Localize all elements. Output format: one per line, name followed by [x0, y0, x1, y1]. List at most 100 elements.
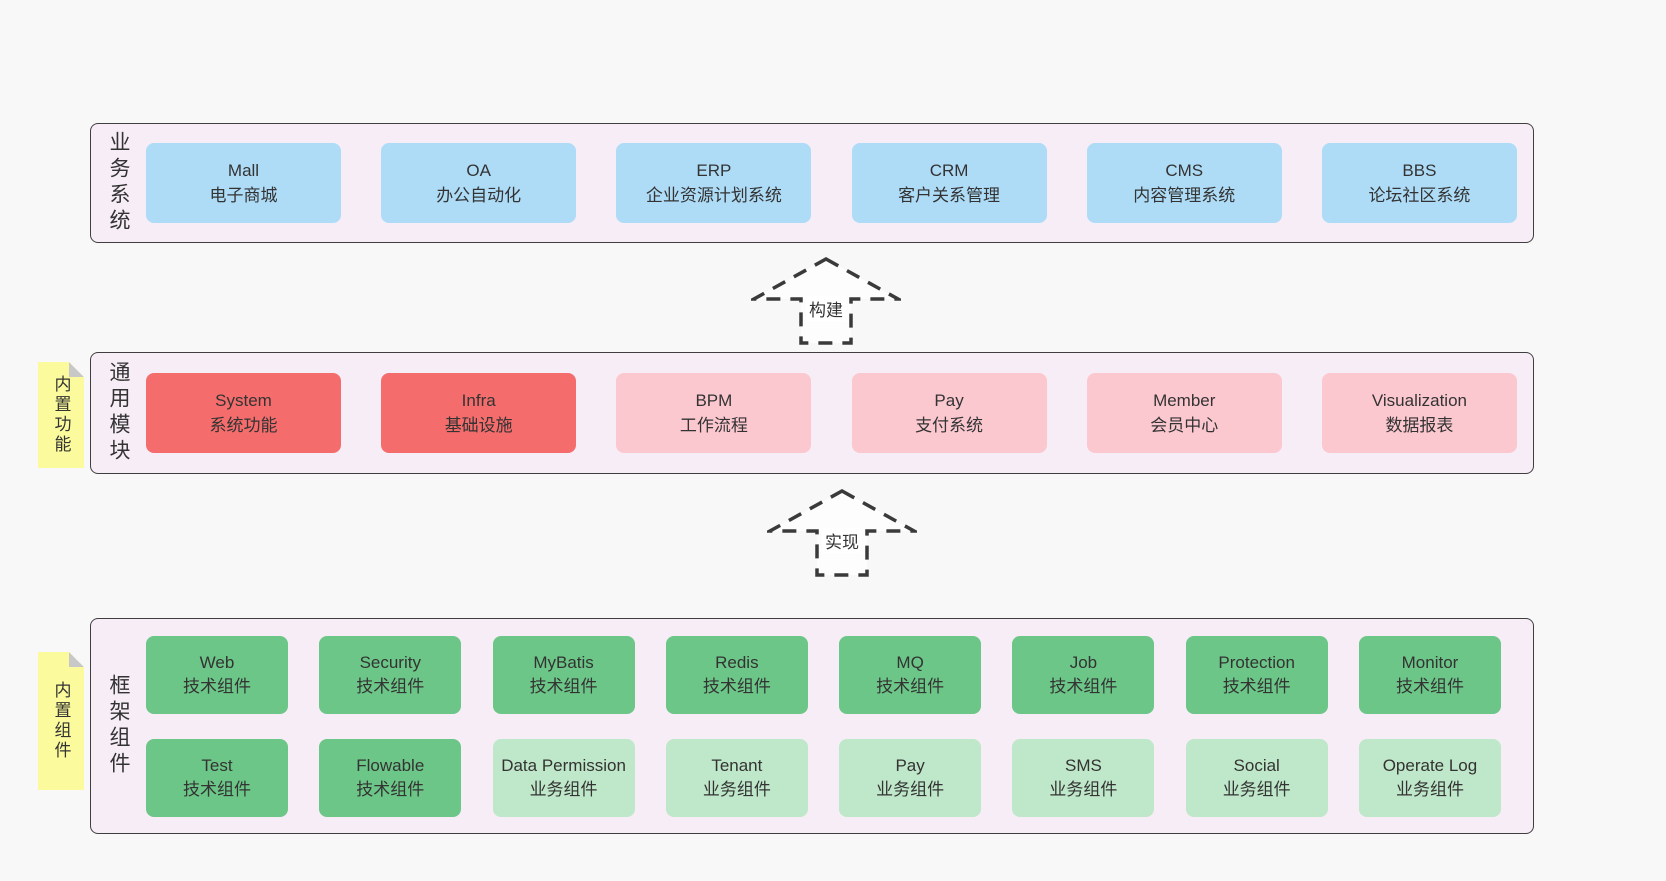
- node-subtitle: 技术组件: [529, 677, 598, 696]
- node-subtitle: 技术组件: [702, 677, 771, 696]
- node-monitor: Monitor 技术组件: [1358, 635, 1501, 714]
- framework-components-row-1: Web 技术组件 Security 技术组件 MyBatis 技术组件 Redi…: [146, 635, 1517, 714]
- node-title: Monitor: [1401, 652, 1459, 672]
- node-subtitle: 会员中心: [1150, 415, 1219, 435]
- node-title: Data Permission: [501, 755, 626, 775]
- node-subtitle: 企业资源计划系统: [645, 185, 782, 205]
- node-title: Pay: [895, 755, 925, 775]
- node-member: Member 会员中心: [1086, 373, 1282, 453]
- node-subtitle: 技术组件: [183, 677, 251, 696]
- node-flowable: Flowable 技术组件: [319, 738, 462, 817]
- node-title: Member: [1153, 391, 1216, 411]
- panel-label-column: 通用模块: [91, 353, 146, 473]
- sticky-note-built-in-functions: 内置功能: [38, 362, 84, 468]
- node-data-permission: Data Permission 业务组件: [492, 738, 635, 817]
- node-title: SMS: [1064, 755, 1102, 775]
- node-visualization: Visualization 数据报表: [1321, 373, 1517, 453]
- node-oa: OA 办公自动化: [381, 143, 577, 223]
- node-title: Infra: [461, 391, 496, 411]
- node-infra: Infra 基础设施: [381, 373, 577, 453]
- node-subtitle: 数据报表: [1385, 415, 1454, 435]
- node-pay: Pay 业务组件: [839, 738, 982, 817]
- node-subtitle: 业务组件: [1049, 780, 1118, 799]
- common-modules-boxes: System 系统功能 Infra 基础设施 BPM 工作流程 Pay 支付系统…: [146, 373, 1533, 453]
- node-erp: ERP 企业资源计划系统: [616, 143, 812, 223]
- node-title: CMS: [1165, 161, 1204, 181]
- node-tenant: Tenant 业务组件: [665, 738, 808, 817]
- node-subtitle: 业务组件: [702, 780, 771, 799]
- sticky-note-built-in-components: 内置组件: [38, 652, 84, 790]
- arrow-build-label: 构建: [806, 296, 846, 321]
- node-title: BPM: [695, 391, 733, 411]
- node-title: Visualization: [1371, 391, 1467, 411]
- node-title: Tenant: [711, 755, 763, 775]
- node-subtitle: 工作流程: [679, 415, 748, 435]
- node-test: Test 技术组件: [146, 738, 288, 817]
- common-modules-label: 通用模块: [107, 361, 130, 465]
- framework-components-label: 框架组件: [107, 674, 130, 778]
- node-title: Social: [1233, 755, 1280, 775]
- node-title: Security: [359, 652, 421, 672]
- node-mybatis: MyBatis 技术组件: [492, 635, 635, 714]
- node-bpm: BPM 工作流程: [616, 373, 812, 453]
- node-security: Security 技术组件: [319, 635, 462, 714]
- panel-label-column: 业务系统: [91, 124, 146, 242]
- node-mall: Mall 电子商城: [146, 143, 341, 223]
- node-subtitle: 技术组件: [356, 677, 425, 696]
- node-title: Test: [201, 755, 233, 775]
- node-bbs: BBS 论坛社区系统: [1321, 143, 1517, 223]
- node-subtitle: 办公自动化: [436, 185, 522, 205]
- arrow-build: 构建: [747, 256, 905, 346]
- business-systems-label: 业务系统: [107, 131, 130, 235]
- node-subtitle: 业务组件: [1222, 780, 1291, 799]
- node-title: System: [215, 391, 272, 411]
- node-redis: Redis 技术组件: [665, 635, 808, 714]
- node-subtitle: 客户关系管理: [898, 185, 1001, 205]
- node-title: Redis: [715, 652, 759, 672]
- node-title: CRM: [929, 161, 969, 181]
- node-title: Operate Log: [1382, 755, 1478, 775]
- panel-business-systems: 业务系统 Mall 电子商城 OA 办公自动化 ERP 企业资源计划系统 CRM…: [90, 123, 1534, 243]
- node-subtitle: 技术组件: [1049, 677, 1118, 696]
- node-mq: MQ 技术组件: [839, 635, 982, 714]
- node-crm: CRM 客户关系管理: [851, 143, 1047, 223]
- node-subtitle: 技术组件: [356, 780, 425, 799]
- node-subtitle: 业务组件: [1395, 780, 1464, 799]
- node-subtitle: 技术组件: [876, 677, 945, 696]
- node-subtitle: 论坛社区系统: [1368, 185, 1471, 205]
- panel-label-column: 框架组件: [91, 619, 146, 833]
- node-system: System 系统功能: [146, 373, 341, 453]
- node-subtitle: 系统功能: [209, 415, 278, 435]
- node-subtitle: 支付系统: [915, 415, 984, 435]
- arrow-implement: 实现: [763, 488, 921, 578]
- node-subtitle: 业务组件: [876, 780, 945, 799]
- node-subtitle: 内容管理系统: [1133, 185, 1236, 205]
- node-protection: Protection 技术组件: [1185, 635, 1328, 714]
- node-title: Job: [1069, 652, 1098, 672]
- sticky-note-text: 内置功能: [51, 375, 71, 455]
- business-systems-boxes: Mall 电子商城 OA 办公自动化 ERP 企业资源计划系统 CRM 客户关系…: [146, 143, 1533, 223]
- node-subtitle: 技术组件: [183, 780, 251, 799]
- node-title: OA: [466, 161, 491, 181]
- node-title: BBS: [1402, 161, 1437, 181]
- framework-components-row-2: Test 技术组件 Flowable 技术组件 Data Permission …: [146, 738, 1517, 817]
- node-cms: CMS 内容管理系统: [1086, 143, 1282, 223]
- panel-common-modules: 通用模块 System 系统功能 Infra 基础设施 BPM 工作流程 Pay…: [90, 352, 1534, 474]
- node-sms: SMS 业务组件: [1012, 738, 1155, 817]
- node-social: Social 业务组件: [1185, 738, 1328, 817]
- panel-framework-components: 框架组件 Web 技术组件 Security 技术组件 MyBatis 技术组件…: [90, 618, 1534, 834]
- sticky-note-text: 内置组件: [51, 681, 71, 761]
- node-subtitle: 基础设施: [444, 415, 513, 435]
- node-title: Mall: [227, 161, 260, 181]
- node-subtitle: 技术组件: [1395, 677, 1464, 696]
- node-title: ERP: [696, 161, 732, 181]
- node-title: MQ: [896, 652, 924, 672]
- node-operate-log: Operate Log 业务组件: [1358, 738, 1501, 817]
- node-subtitle: 电子商城: [209, 185, 278, 205]
- node-title: Protection: [1218, 652, 1295, 672]
- node-subtitle: 技术组件: [1222, 677, 1291, 696]
- framework-components-rows: Web 技术组件 Security 技术组件 MyBatis 技术组件 Redi…: [146, 635, 1533, 817]
- node-web: Web 技术组件: [146, 635, 288, 714]
- node-title: MyBatis: [533, 652, 594, 672]
